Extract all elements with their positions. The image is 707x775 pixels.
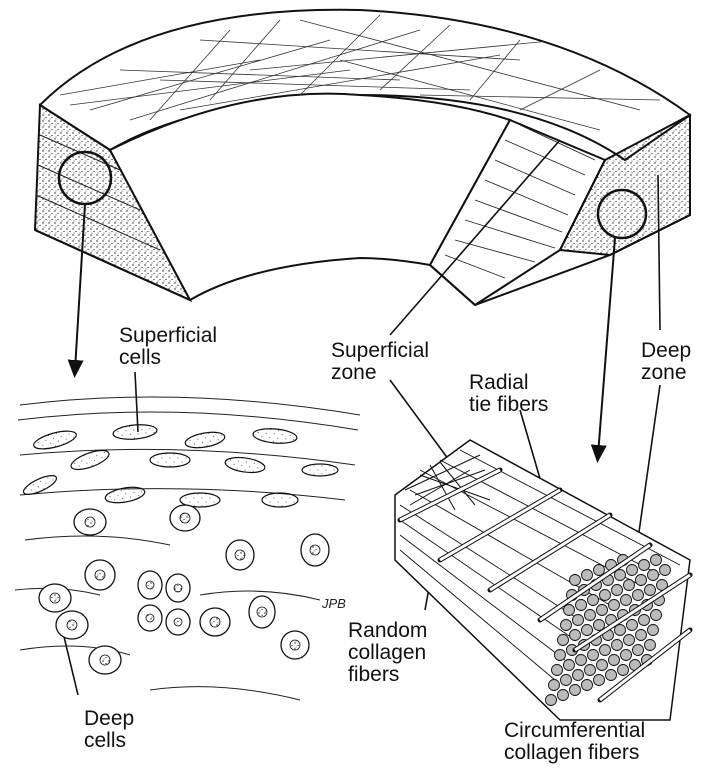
- fiber-end: [612, 640, 623, 651]
- label-radial-tie-fibers-line1: Radial: [469, 372, 548, 394]
- fiber-end: [573, 615, 584, 626]
- label-random-collagen-fibers-line3: fibers: [348, 664, 427, 686]
- label-superficial-cells-line2: cells: [119, 347, 217, 369]
- label-superficial-cells-line1: Superficial: [119, 325, 217, 347]
- fiber-end: [585, 610, 596, 621]
- fiber-end: [621, 595, 632, 606]
- label-superficial-cells: Superficial cells: [119, 325, 217, 369]
- fiber-end: [639, 615, 650, 626]
- fiber-end: [582, 625, 593, 636]
- fiber-end: [621, 650, 632, 661]
- fiber-end: [570, 575, 581, 586]
- fiber-end: [594, 620, 605, 631]
- fiber-end: [555, 650, 566, 661]
- label-deep-cells-line2: cells: [84, 730, 134, 752]
- fiber-end: [585, 665, 596, 676]
- fiber-end: [624, 635, 635, 646]
- meniscus-block: [35, 10, 690, 305]
- label-deep-cells: Deep cells: [84, 708, 134, 752]
- fiber-end: [582, 680, 593, 691]
- label-deep-zone-line2: zone: [641, 362, 691, 384]
- fiber-end: [570, 685, 581, 696]
- label-random-collagen-fibers-line2: collagen: [348, 642, 427, 664]
- cell-panel: JPB: [15, 397, 360, 700]
- fiber-end: [609, 600, 620, 611]
- fiber-end: [627, 565, 638, 576]
- label-circumferential-collagen-fibers-line2: collagen fibers: [504, 742, 645, 764]
- label-random-collagen-fibers-line1: Random: [348, 620, 427, 642]
- fiber-end: [636, 575, 647, 586]
- fiber-end: [564, 605, 575, 616]
- fiber-end: [564, 660, 575, 671]
- fiber-end: [576, 600, 587, 611]
- fiber-end: [558, 690, 569, 701]
- fiber-end: [633, 590, 644, 601]
- right-arrow: [598, 238, 615, 455]
- label-deep-zone-line1: Deep: [641, 340, 691, 362]
- fiber-end: [597, 660, 608, 671]
- fiber-end: [600, 590, 611, 601]
- fiber-end: [651, 555, 662, 566]
- label-deep-cells-line1: Deep: [84, 708, 134, 730]
- fiber-end: [573, 670, 584, 681]
- label-radial-tie-fibers-line2: tie fibers: [469, 394, 548, 416]
- fiber-end: [615, 625, 626, 636]
- label-deep-zone: Deep zone: [641, 340, 691, 384]
- fiber-end: [639, 560, 650, 571]
- label-radial-tie-fibers: Radial tie fibers: [469, 372, 548, 416]
- fiber-end: [582, 570, 593, 581]
- fiber-end: [549, 680, 560, 691]
- fiber-end: [645, 585, 656, 596]
- fiber-end: [612, 585, 623, 596]
- fiber-end: [609, 655, 620, 666]
- fiber-end: [645, 640, 656, 651]
- fiber-end: [624, 580, 635, 591]
- fiber-end: [570, 630, 581, 641]
- label-random-collagen-fibers: Random collagen fibers: [348, 620, 427, 686]
- fiber-end: [651, 610, 662, 621]
- fiber-end: [597, 605, 608, 616]
- fiber-end: [561, 620, 572, 631]
- fiber-end: [636, 630, 647, 641]
- label-circumferential-collagen-fibers-line1: Circumferential: [504, 720, 645, 742]
- fiber-end: [606, 670, 617, 681]
- fiber-end: [648, 625, 659, 636]
- fiber-end: [618, 665, 629, 676]
- fiber-end: [546, 695, 557, 706]
- fiber-end: [627, 620, 638, 631]
- fiber-end: [594, 675, 605, 686]
- label-superficial-zone: Superficial zone: [331, 340, 429, 384]
- fiber-end: [588, 650, 599, 661]
- fiber-end: [561, 675, 572, 686]
- artist-mark: JPB: [321, 596, 346, 611]
- fiber-end: [615, 570, 626, 581]
- fiber-end: [576, 655, 587, 666]
- label-superficial-zone-line2: zone: [331, 362, 429, 384]
- fiber-end: [633, 645, 644, 656]
- fiber-end: [594, 565, 605, 576]
- fiber-end: [588, 595, 599, 606]
- label-superficial-zone-line1: Superficial: [331, 340, 429, 362]
- fiber-end: [558, 635, 569, 646]
- fiber-end: [648, 570, 659, 581]
- fiber-end: [552, 665, 563, 676]
- fiber-end: [660, 565, 671, 576]
- label-circumferential-collagen-fibers: Circumferential collagen fibers: [504, 720, 645, 764]
- fiber-end: [600, 645, 611, 656]
